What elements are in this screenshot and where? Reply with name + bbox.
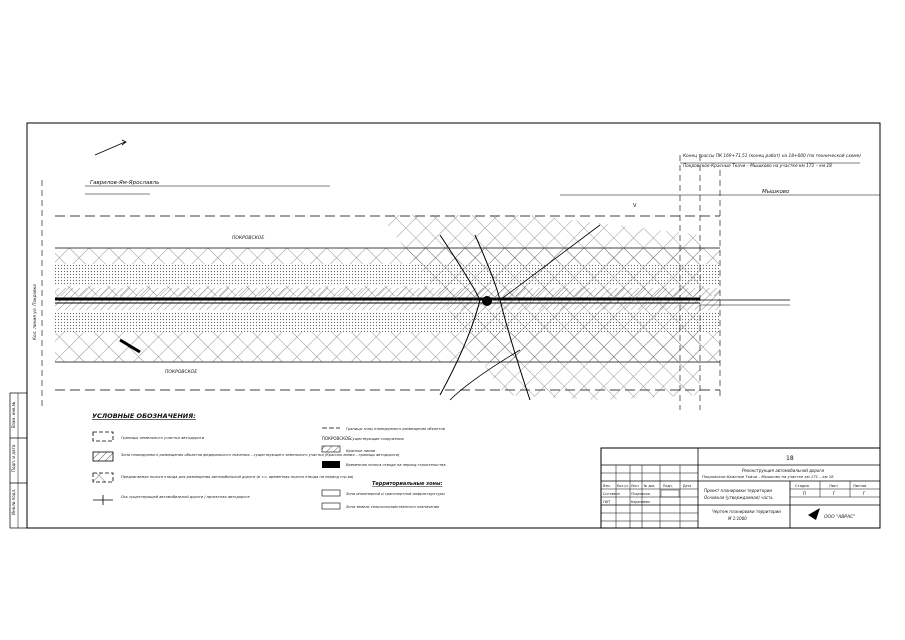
stamp-title-2: Покровское-Красные Ткачи – Мышково на уч… (702, 474, 834, 479)
stamp-name-1: Покровска (631, 492, 650, 496)
stamp-row-header-3: Лист (631, 484, 639, 488)
legend: УСЛОВНЫЕ ОБОЗНАЧЕНИЯ: Границы земельного… (92, 412, 446, 510)
legend-item-2: Зона планируемого размещения объектов фе… (121, 453, 400, 457)
stamp-role-1: Составил (603, 492, 621, 496)
legend-item-6: Существующие сооружения (350, 437, 405, 441)
legend-item-4: Ось существующей автомобильной дороги / … (121, 495, 250, 499)
project-title-1: Проект планировки территории (704, 488, 772, 493)
company-logo (808, 508, 820, 520)
top-right-note-2: Покровское-Красные Ткачи – Мышково на уч… (683, 163, 832, 169)
left-strip (9, 392, 28, 529)
project-title-2: Основная (утверждаемая) часть (704, 495, 773, 500)
stamp-col-value-1: П (803, 491, 806, 496)
strip-label-1: Инв.№ подл. (11, 489, 16, 515)
top-right-note-1: Конец трассы ПК 169+71,51 (конец работ) … (683, 153, 861, 159)
legend-item-7: Красные линии (346, 449, 376, 453)
stamp-row-header-2: Кол.уч. (617, 484, 629, 488)
legend-subtitle: Территориальные зоны: (372, 481, 443, 487)
legend-title: УСЛОВНЫЕ ОБОЗНАЧЕНИЯ: (92, 412, 196, 420)
road-name-left: Гаврилов-Ям-Ярославль (90, 180, 159, 186)
drawing-title-1: Чертеж планировки территории (712, 509, 781, 514)
stamp-row-header-6: Дата (683, 484, 691, 488)
stamp-col-value-3: Г (863, 491, 866, 496)
strip-label-3: Взам. инв.№ (11, 402, 16, 428)
drawing-title-2: М 1:1000 (728, 516, 747, 521)
legend-item-5: Границы зоны планируемого размещения объ… (346, 427, 445, 431)
legend-item-10: Зона земель сельскохозяйственного назнач… (346, 505, 440, 509)
stamp-col-value-2: Г (833, 491, 836, 496)
road-name-right: Мышково (762, 189, 790, 195)
stamp-row-header-5: Подп. (663, 484, 673, 488)
stamp-col-header-1: Стадия (795, 484, 809, 488)
legend-item-3: Предлагаемая полоса отвода для размещени… (121, 475, 354, 479)
plan-drawing (41, 139, 880, 410)
legend-item-8: Временная полоса отвода на период строит… (346, 463, 446, 467)
stamp-name-2: Карачаево (631, 500, 650, 504)
area-label-top: ПОКРОВСКОЕ (232, 235, 264, 241)
side-label: Кол. линия ул. Покровка (32, 284, 38, 340)
area-label-bottom: ПОКРОВСКОЕ (165, 369, 197, 375)
legend-item-9: Зона инженерной и транспортной инфрастру… (346, 492, 445, 496)
stamp-col-header-2: Лист (829, 484, 838, 488)
stamp-title-1: Реконструкция автомобильной дороги (742, 468, 824, 473)
legend-item-1: Границы земельного участка автодороги (121, 435, 205, 440)
company-name: ООО "АВРАС" (824, 514, 855, 520)
legend-sample-existing: ПОКРОВСКОЕ (322, 436, 351, 441)
stamp-role-2: ГИП (603, 500, 610, 504)
strip-label-2: Подп. и дата (11, 444, 16, 472)
sheet-number: 18 (786, 455, 794, 462)
road-marker: V (633, 203, 637, 209)
stamp-row-header-4: № док. (644, 484, 655, 488)
title-block (600, 447, 881, 529)
stamp-col-header-3: Листов (853, 484, 866, 488)
stamp-row-header-1: Изм. (603, 484, 611, 488)
